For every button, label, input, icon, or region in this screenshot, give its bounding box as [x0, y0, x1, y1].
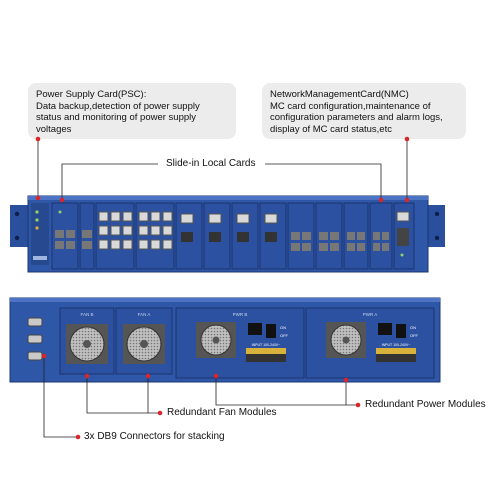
fan-leader-line [86, 376, 160, 414]
db9-leader-line [43, 356, 78, 438]
pwr-a-input-label: INPUT 100-240V~ [382, 343, 411, 347]
db9-connectors [27, 317, 43, 361]
fan-module-a: FAN A [115, 307, 173, 375]
connector-lines [37, 139, 408, 438]
power-leader-line [215, 376, 358, 406]
pwr-a-label: PWR A [363, 312, 378, 317]
pwr-a-on-label: ON [410, 325, 416, 330]
local-card-9 [287, 202, 315, 270]
fan-modules-label: Redundant Fan Modules [167, 407, 277, 418]
nmc-line-2: configuration parameters and alarm logs, [270, 112, 443, 123]
pwr-b-label: PWR B [233, 312, 248, 317]
power-module-b: PWR B ON OFF INPUT 100-240V~ [175, 307, 305, 379]
nmc-card [393, 202, 415, 270]
nmc-line-3: display of MC card status,etc [270, 123, 392, 135]
rear-chassis: FAN B FAN A PWR B ON OFF INPUT 100- [9, 297, 441, 383]
db9-connector-2 [27, 334, 43, 344]
front-chassis [10, 195, 445, 273]
psc-line-1: Data backup,detection of power supply [36, 100, 200, 112]
marker-power-label [355, 402, 361, 408]
front-rack-ear-left [10, 205, 30, 247]
slide-in-bracket-right [265, 163, 382, 200]
local-card-5 [175, 202, 203, 270]
marker-psc-top [35, 136, 41, 142]
slide-in-cards-label: Slide-in Local Cards [166, 158, 256, 169]
marker-fan-b [84, 373, 90, 379]
slide-in-bracket-left [61, 163, 158, 200]
marker-pwr-a [343, 377, 349, 383]
marker-nmc-bottom [404, 197, 410, 203]
local-card-1 [51, 202, 79, 270]
psc-line-3: voltages [36, 123, 72, 135]
pwr-b-on-label: ON [280, 325, 286, 330]
nmc-title: NetworkManagementCard(NMC) [270, 89, 409, 100]
marker-fan-label [157, 410, 163, 416]
marker-slide-in-left [59, 197, 65, 203]
local-card-8 [259, 202, 287, 270]
local-card-11 [343, 202, 369, 270]
psc-callout: Power Supply Card(PSC): Data backup,dete… [28, 83, 236, 139]
db9-connector-1 [27, 317, 43, 327]
pwr-b-input-label: INPUT 100-240V~ [252, 343, 281, 347]
red-markers [35, 136, 410, 440]
nmc-line-1: MC card configuration,maintenance of [270, 100, 431, 112]
local-card-6 [203, 202, 231, 270]
db9-connector-3 [27, 351, 43, 361]
local-card-10 [315, 202, 343, 270]
local-card-4 [135, 202, 175, 270]
marker-db9 [41, 353, 47, 359]
marker-nmc-top [404, 136, 410, 142]
pwr-b-off-label: OFF [280, 333, 289, 338]
local-card-12 [369, 202, 393, 270]
local-card-7 [231, 202, 259, 270]
psc-title: Power Supply Card(PSC): [36, 89, 147, 100]
marker-pwr-b [213, 373, 219, 379]
marker-fan-a [145, 373, 151, 379]
fan-b-label: FAN B [80, 312, 93, 317]
marker-psc-bottom [35, 195, 41, 201]
psc-line-2: status and monitoring of power supply [36, 112, 197, 123]
nmc-callout: NetworkManagementCard(NMC) MC card confi… [262, 83, 466, 139]
psc-slot [31, 203, 49, 265]
fan-a-label: FAN A [138, 312, 151, 317]
marker-db9-label [75, 434, 81, 440]
fan-module-b: FAN B [59, 307, 115, 375]
pwr-a-off-label: OFF [410, 333, 419, 338]
front-rack-ear-right [425, 205, 445, 247]
local-card-3 [95, 202, 135, 270]
local-card-2 [79, 202, 95, 270]
db9-connectors-label: 3x DB9 Connectors for stacking [84, 431, 225, 442]
power-module-a: PWR A ON OFF INPUT 100-240V~ [305, 307, 435, 379]
power-modules-label: Redundant Power Modules [365, 399, 486, 410]
marker-slide-in-right [378, 197, 384, 203]
